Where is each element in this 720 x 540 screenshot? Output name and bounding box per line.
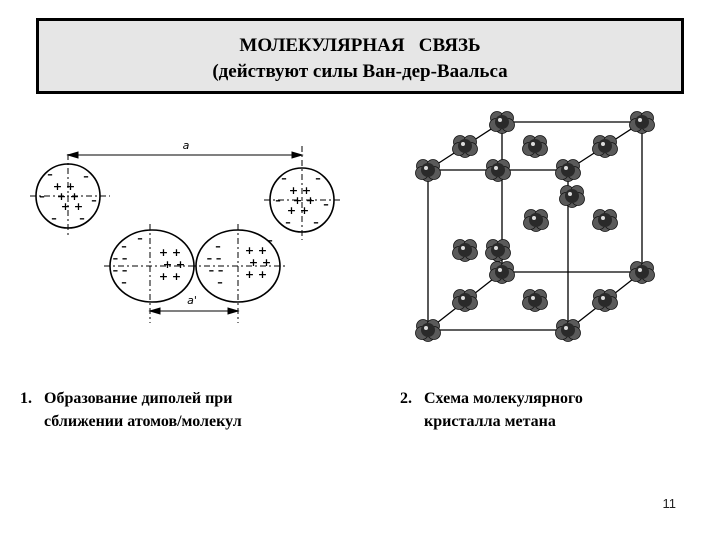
methane-molecule: [629, 111, 655, 134]
methane-molecule: [523, 209, 549, 232]
svg-text:+ +: + +: [249, 256, 271, 269]
svg-text:+ +: + +: [53, 180, 75, 193]
svg-text:+ +: + +: [245, 244, 267, 257]
methane-molecule: [452, 289, 478, 312]
methane-molecule: [629, 261, 655, 284]
methane-molecule: [592, 135, 618, 158]
svg-text:–: –: [217, 276, 223, 289]
svg-text:+ +: + +: [293, 194, 315, 207]
caption-line1: Схема молекулярного: [424, 390, 583, 407]
caption-line2: кристалла метана: [424, 413, 556, 430]
methane-molecule: [485, 159, 511, 182]
svg-text:+ +: + +: [57, 190, 79, 203]
svg-text:–: –: [137, 232, 143, 245]
svg-text:–: –: [47, 168, 53, 181]
svg-text:– –: – –: [113, 252, 128, 265]
svg-text:+ +: + +: [289, 184, 311, 197]
methane-molecule: [592, 289, 618, 312]
dipole-formation-diagram: a a' + ++ ++ + ––– ––– + ++ ++ + ––– –––…: [30, 139, 340, 323]
title-box: МОЛЕКУЛЯРНАЯ СВЯЗЬ (действуют силы Ван-д…: [36, 18, 684, 94]
svg-text:–: –: [313, 216, 319, 229]
svg-text:–: –: [121, 240, 127, 253]
svg-text:+ +: + +: [287, 204, 309, 217]
svg-text:–: –: [91, 194, 97, 207]
caption-number: 2.: [400, 390, 412, 407]
svg-text:+ +: + +: [61, 200, 83, 213]
page-number: 11: [662, 496, 677, 511]
svg-text:–: –: [315, 172, 321, 185]
svg-text:–: –: [323, 198, 329, 211]
methane-molecule: [559, 185, 585, 208]
methane-molecule: [522, 289, 548, 312]
distance-label-a-prime: a': [187, 294, 197, 307]
methane-molecule: [485, 239, 511, 262]
methane-molecule: [592, 209, 618, 232]
svg-text:–: –: [79, 212, 85, 225]
svg-text:– –: – –: [209, 264, 224, 277]
methane-molecule: [415, 159, 441, 182]
distance-label-a: a: [183, 139, 190, 152]
svg-text:– –: – –: [113, 264, 128, 277]
methane-molecule: [415, 319, 441, 342]
methane-molecule: [522, 135, 548, 158]
caption-dipoles: 1. Образование диполей при сближении атом…: [20, 387, 350, 433]
methane-molecule: [489, 111, 515, 134]
svg-text:+ +: + +: [245, 268, 267, 281]
svg-text:–: –: [275, 194, 281, 207]
caption-line1: Образование диполей при: [44, 390, 233, 407]
slide-title-line2: (действуют силы Ван-дер-Ваальса: [212, 61, 508, 82]
svg-text:+ +: + +: [159, 270, 181, 283]
svg-text:–: –: [215, 240, 221, 253]
svg-text:–: –: [51, 212, 57, 225]
svg-text:– –: – –: [207, 252, 222, 265]
methane-molecule: [452, 135, 478, 158]
methane-crystal-diagram: [415, 111, 655, 342]
svg-text:+ +: + +: [159, 246, 181, 259]
svg-text:–: –: [121, 276, 127, 289]
svg-text:–: –: [267, 234, 273, 247]
slide-title-line1: МОЛЕКУЛЯРНАЯ СВЯЗЬ: [239, 35, 481, 56]
svg-text:–: –: [83, 170, 89, 183]
methane-molecule: [555, 319, 581, 342]
methane-molecule: [452, 239, 478, 262]
svg-text:–: –: [285, 216, 291, 229]
svg-text:–: –: [39, 190, 45, 203]
caption-crystal: 2. Схема молекулярного кристалла метана: [400, 387, 700, 433]
svg-text:–: –: [281, 172, 287, 185]
svg-text:+ +: + +: [163, 258, 185, 271]
caption-line2: сближении атомов/молекул: [44, 413, 242, 430]
caption-number: 1.: [20, 390, 32, 407]
methane-molecule: [489, 261, 515, 284]
methane-molecule: [555, 159, 581, 182]
